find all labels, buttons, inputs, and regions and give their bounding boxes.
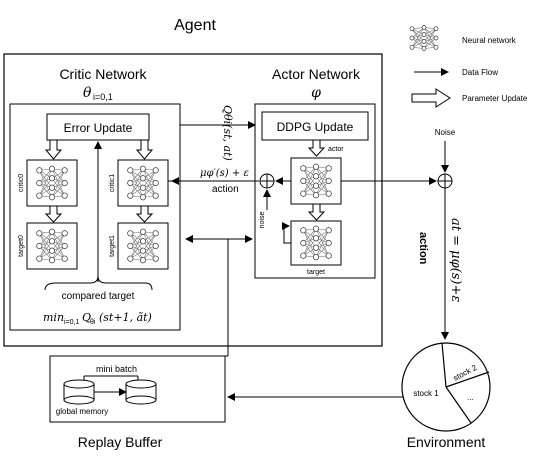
critic0-network-icon — [36, 165, 68, 201]
q-value-label: Qθi(st, at) — [221, 105, 234, 161]
memory-cylinder-1-icon — [63, 379, 95, 405]
noise-label: Noise — [435, 128, 456, 137]
critic-network-box — [9, 103, 181, 331]
critic0-label: critic0 — [18, 174, 25, 192]
actor-network-title: Actor Network — [272, 66, 361, 82]
more-stocks-label: ... — [467, 393, 474, 402]
error-update-label: Error Update — [64, 121, 133, 135]
error-to-critic0-update-arrow — [44, 139, 63, 160]
legend-parameter-update-arrow — [411, 88, 451, 108]
actor-noise-label: noise — [259, 212, 266, 229]
environment-pie — [401, 342, 491, 432]
actor-to-target-update-arrow — [307, 203, 326, 221]
critic1-network-icon — [127, 165, 159, 201]
error-update-box — [46, 113, 150, 141]
svg-text:Q: Q — [82, 311, 91, 324]
target0-label: target0 — [18, 235, 25, 257]
critic-param: θ i=0,1 — [83, 85, 113, 102]
legend-neural-network-label: Neural network — [462, 36, 517, 45]
q-value-arrow — [168, 121, 256, 182]
svg-text:θi: θi — [90, 319, 96, 326]
action-right-label: action — [417, 232, 429, 265]
mu-prime-label: μφ′(s) + ε — [200, 168, 249, 179]
legend: Neural network Data Flow Parameter Updat… — [409, 25, 528, 108]
compared-target-brace — [44, 275, 153, 291]
actor-target-label: target — [307, 269, 325, 276]
critic-network-title: Critic Network — [59, 66, 147, 82]
target1-label: target1 — [109, 235, 116, 257]
critic1-label: critic1 — [109, 174, 116, 192]
ddpg-to-actor-update-arrow — [307, 139, 326, 157]
error-to-critic1-update-arrow — [135, 139, 154, 160]
svg-text:i=0,1: i=0,1 — [64, 319, 79, 326]
memory-cylinder-2-icon — [125, 379, 157, 405]
at-equation-label: at = μφ(s)+ε — [448, 218, 463, 302]
legend-neural-network-icon — [409, 25, 439, 51]
replay-buffer-title: Replay Buffer — [78, 434, 163, 450]
svg-text:(st+1, ãt): (st+1, ãt) — [99, 311, 152, 324]
actor-network-icon — [300, 163, 332, 199]
legend-parameter-update-label: Parameter Update — [462, 94, 528, 103]
stock1-label: stock 1 — [413, 389, 439, 398]
global-memory-label: global memory — [56, 407, 108, 416]
svg-text:min: min — [43, 311, 64, 324]
action-left-label: action — [212, 184, 239, 195]
target-loop-arrow — [282, 222, 291, 244]
actor-param: φ — [311, 85, 321, 101]
ddpg-update-label: DDPG Update — [277, 120, 354, 134]
actor-network-box — [254, 103, 376, 279]
agent-box — [3, 53, 383, 347]
compared-target-label: compared target — [62, 291, 135, 302]
svg-text:i=0,1: i=0,1 — [93, 92, 113, 102]
target1-network-icon — [127, 228, 159, 264]
mini-batch-label: mini batch — [96, 364, 137, 374]
actor-label: actor — [328, 146, 344, 153]
critic1-to-target1-update-arrow — [135, 205, 154, 223]
min-target-formula: min i=0,1 Q θi (st+1, ãt) — [43, 311, 152, 326]
environment-title: Environment — [407, 434, 486, 450]
legend-data-flow-label: Data Flow — [462, 68, 498, 77]
target0-network-icon — [36, 228, 68, 264]
critic0-to-target0-update-arrow — [44, 205, 63, 223]
actor-target-network-icon — [300, 225, 332, 261]
agent-title: Agent — [174, 17, 216, 34]
svg-text:θ: θ — [83, 85, 92, 101]
